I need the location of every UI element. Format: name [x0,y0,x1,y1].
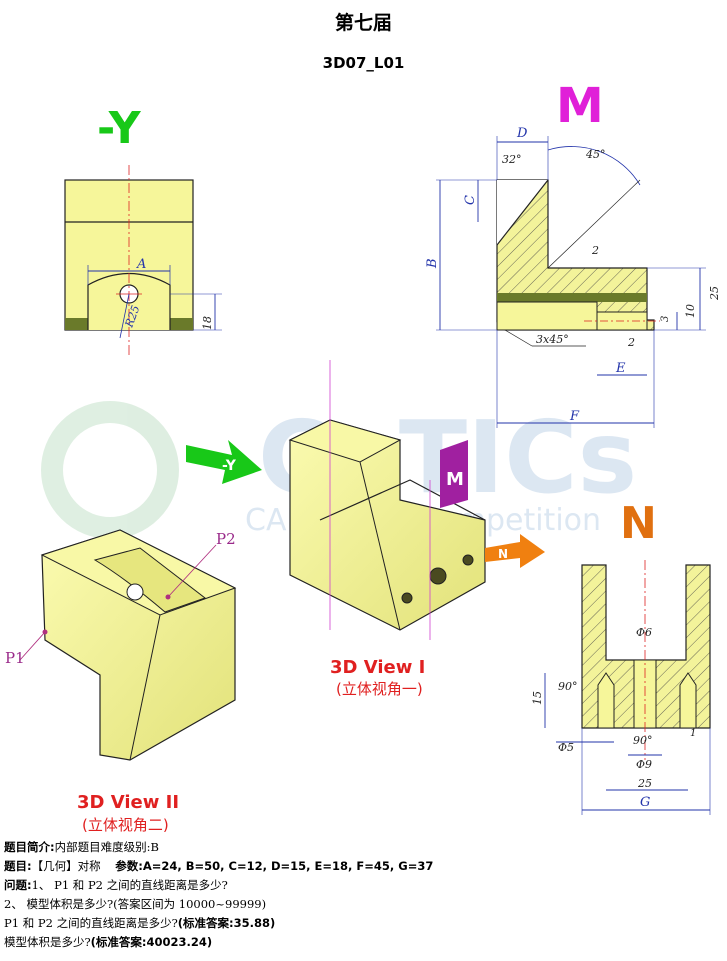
dim-18: 18 [201,316,214,330]
view2-label-cn: (立体视角二) [82,816,169,834]
dim-3x45: 3x45° [536,333,569,346]
answer2-line: 模型体积是多少?(标准答案:40023.24) [4,933,724,952]
dim-3: 3 [660,316,671,322]
view-3d-2: P1 P2 3D View II (立体视角二) [5,529,237,834]
arrow-m-label: M [446,469,464,490]
drawing-sheet: CaTICs CAD digital competition -Y A R25 … [5,80,721,834]
problems-label: 问题: [4,878,32,892]
view-3d-1: -Y M N 3D View I (立体视角一) [186,360,545,698]
dim-d: D [516,126,528,141]
topic-label: 题目: [4,859,32,873]
intro-value: 内部题目难度级别:B [54,840,159,854]
answer1-value: (标准答案:35.88) [177,916,276,930]
view-m: M B C D 32° 45° 2 25 10 3 3x45° 2 [425,80,721,428]
dim-32deg: 32° [502,153,522,166]
intro-line: 题目简介:内部题目难度级别:B [4,838,724,857]
answer2-question: 模型体积是多少? [4,935,91,949]
point-p1-label: P1 [5,649,25,667]
view-n: N Φ6 90° 15 90° 1 Φ5 Φ9 25 G [531,498,711,815]
answer2-value: (标准答案:40023.24) [90,935,213,949]
answer1-question: P1 和 P2 之间的直线距离是多少? [4,916,178,930]
view1-label-cn: (立体视角一) [336,680,423,698]
dim-phi5: Φ5 [558,741,574,754]
view-neg-y: -Y A R25 18 [64,103,222,355]
problem2-line: 2、 模型体积是多少?(答案区间为 10000~99999) [4,895,724,914]
arrow-m-icon [440,440,468,508]
dim-phi6: Φ6 [636,626,652,639]
problem2: 2、 模型体积是多少?(答案区间为 10000~99999) [4,897,267,911]
dim-f: F [569,409,580,424]
arrow-n-label: N [498,547,508,561]
dim-a-front: A [136,257,146,272]
answer1-line: P1 和 P2 之间的直线距离是多少?(标准答案:35.88) [4,914,724,933]
view-label-n: N [620,498,657,549]
params-value: A=24, B=50, C=12, D=15, E=18, F=45, G=37 [142,859,434,873]
question-block: 题目简介:内部题目难度级别:B 题目:【几何】对称 参数:A=24, B=50,… [4,838,724,952]
dim-25: 25 [708,286,721,301]
arrow-neg-y-icon [186,440,262,484]
view2-label-en: 3D View II [77,792,179,813]
dim-90deg-b: 90° [633,734,653,747]
watermark-gear-icon [41,401,179,539]
dim-10: 10 [684,304,697,318]
dim-g: G [640,795,650,810]
view1-label-en: 3D View I [330,657,425,678]
arrow-n-icon [485,534,545,568]
dim-b: B [425,258,440,269]
dim-2b: 2 [627,336,635,349]
page-title: 第七届 [334,12,392,34]
topic-line: 题目:【几何】对称 参数:A=24, B=50, C=12, D=15, E=1… [4,857,724,876]
dim-2: 2 [591,244,599,257]
view-label-m: M [556,80,604,134]
view-label-neg-y: -Y [97,103,142,154]
dim-25b: 25 [637,777,652,790]
params-label: 参数: [115,859,143,873]
problem1: 1、 P1 和 P2 之间的直线距离是多少? [31,878,228,892]
dim-e: E [615,361,626,376]
intro-label: 题目简介: [4,840,55,854]
dim-1: 1 [690,728,696,739]
point-p2-label: P2 [216,530,236,548]
topic-value: 【几何】对称 [31,859,101,873]
dim-c: C [463,195,478,205]
problem1-line: 问题:1、 P1 和 P2 之间的直线距离是多少? [4,876,724,895]
dim-45deg: 45° [585,148,606,161]
dim-15: 15 [531,691,544,705]
dim-phi9: Φ9 [636,758,652,771]
dim-90deg-a: 90° [558,680,578,693]
page-subtitle: 3D07_L01 [322,54,405,72]
arrow-neg-y-label: -Y [222,458,237,474]
